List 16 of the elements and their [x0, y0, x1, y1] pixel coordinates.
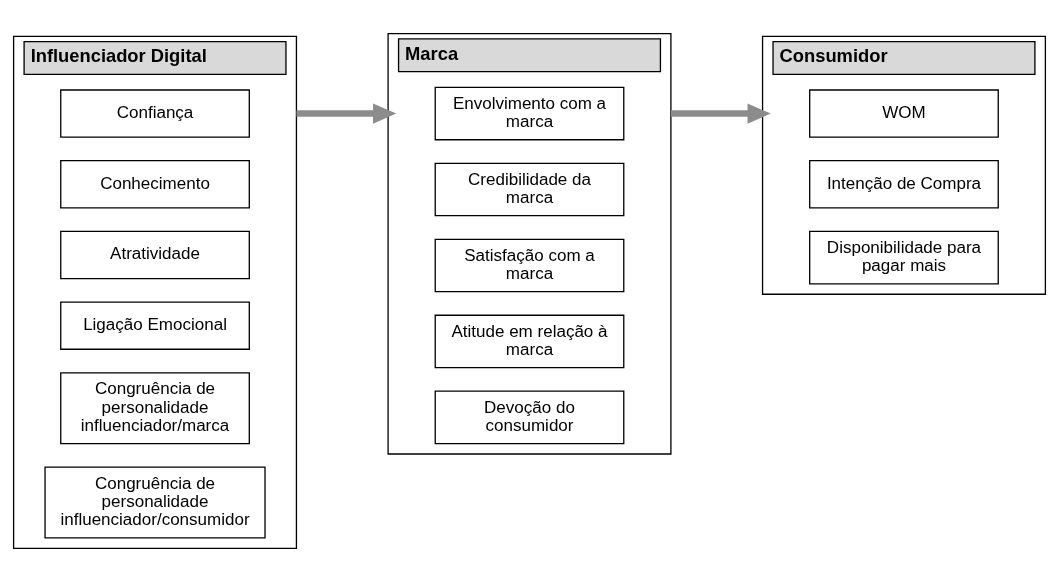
node-box: Congruência de personalidade influenciador/marca: [60, 372, 250, 445]
node-box: Atratividade: [60, 230, 250, 280]
node-box: Envolvimento com a marca: [434, 86, 625, 141]
node-box: Satisfação com a marca: [434, 238, 625, 293]
node-box: Congruência de personalidade influenciador/consumidor: [44, 466, 266, 539]
node-box: Ligação Emocional: [60, 301, 250, 350]
node-box: Confiança: [60, 89, 250, 138]
arrow: [296, 103, 397, 124]
arrow: [670, 103, 771, 124]
node-box: WOM: [809, 89, 999, 138]
node-box: Intenção de Compra: [809, 160, 999, 209]
node-box: Conhecimento: [60, 160, 250, 209]
node-box: Devoção do consumidor: [434, 390, 625, 445]
node-box: Atitude em relação à marca: [434, 314, 625, 369]
node-box: Disponibilidade para pagar mais: [809, 230, 999, 285]
node-box: Credibilidade da marca: [434, 162, 625, 217]
